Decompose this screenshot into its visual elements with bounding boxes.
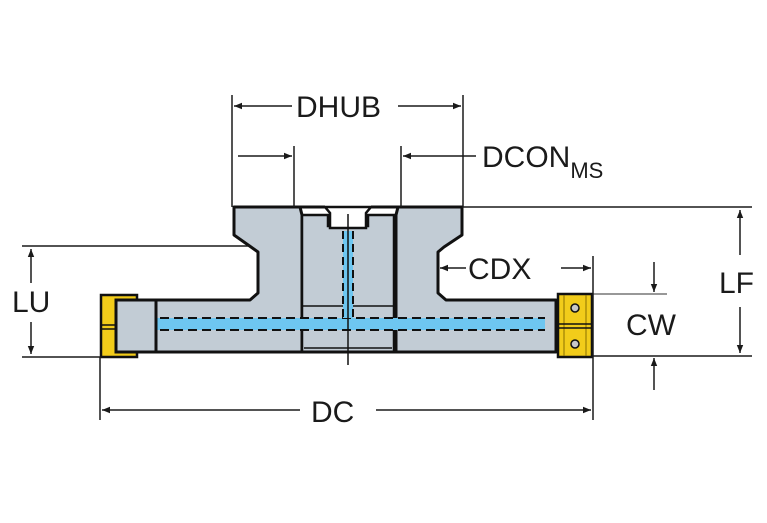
body-right — [394, 205, 558, 354]
coolant-channels — [130, 214, 545, 365]
coolant-horizontal — [130, 318, 545, 330]
insert-right — [556, 292, 594, 359]
insert-screw-icon — [570, 339, 580, 349]
body-left — [118, 205, 304, 354]
label-dcon-subscript: MS — [570, 158, 603, 183]
label-dhub: DHUB — [296, 91, 381, 124]
label-lf: LF — [719, 267, 754, 300]
insert-screw-icon — [570, 303, 580, 313]
label-dc: DC — [311, 396, 354, 429]
label-cdx: CDX — [468, 253, 531, 286]
label-dcon: DCONMS — [482, 141, 603, 183]
label-lu: LU — [12, 286, 50, 319]
insert-left — [99, 293, 158, 359]
label-cw: CW — [626, 309, 677, 342]
dimension-lines — [22, 95, 752, 420]
